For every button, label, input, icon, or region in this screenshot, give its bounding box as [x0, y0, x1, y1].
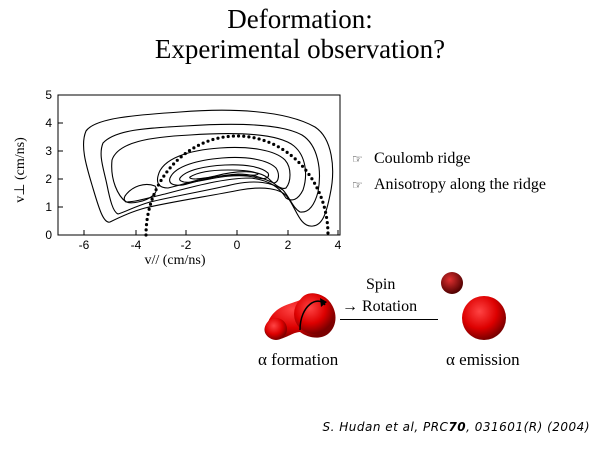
arrow-head-icon	[320, 298, 327, 307]
contour-level-5	[169, 156, 279, 186]
residual-nucleus	[462, 296, 506, 340]
alpha-emission-label: α emission	[446, 350, 520, 369]
alpha-formation-label: α formation	[258, 350, 339, 369]
y-tick-label: 2	[45, 172, 52, 186]
x-axis-label: v// (cm/ns)	[144, 253, 205, 268]
citation-volume: 70	[448, 420, 467, 434]
x-tick-label: -6	[79, 238, 90, 252]
bullet-item: ☞ Anisotropy along the ridge	[352, 172, 546, 198]
contour-lines	[83, 109, 334, 227]
y-tick-label: 1	[45, 200, 52, 214]
slide-title: Deformation: Experimental observation?	[0, 4, 600, 64]
coulomb-circle	[144, 134, 330, 237]
x-tick-label: 0	[234, 238, 241, 252]
spin-label: Spin	[366, 276, 396, 293]
contour-level-4	[156, 147, 291, 190]
bullet-item: ☞ Coulomb ridge	[352, 146, 546, 172]
y-tick-label: 4	[45, 116, 52, 130]
contour-level-1	[83, 109, 334, 227]
y-tick-label: 3	[45, 144, 52, 158]
citation-rest: , 031601(R) (2004)	[466, 420, 590, 434]
x-ticks	[83, 230, 339, 235]
y-axis-label: v⊥ (cm/ns)	[13, 137, 28, 203]
x-tick-label: -4	[131, 238, 142, 252]
y-ticks	[58, 94, 63, 236]
x-tick-labels: -6 -4 -2 0 2 4	[79, 238, 342, 252]
bullet-text: Coulomb ridge	[374, 150, 471, 167]
y-tick-label: 0	[45, 228, 52, 242]
contour-level-3	[111, 133, 307, 203]
bullet-list: ☞ Coulomb ridge ☞ Anisotropy along the rid…	[352, 146, 546, 198]
title-line-2: Experimental observation?	[154, 34, 446, 64]
contour-level-2	[100, 123, 320, 215]
contour-level-6	[179, 164, 270, 183]
pointing-hand-icon: ☞	[352, 152, 363, 166]
rotation-label: → Rotation	[342, 298, 418, 315]
citation: S. Hudan et al, PRC70, 031601(R) (2004)	[323, 420, 591, 434]
pointing-hand-icon: ☞	[352, 178, 363, 192]
x-tick-label: 2	[285, 238, 292, 252]
x-tick-label: -2	[181, 238, 192, 252]
citation-authors: S. Hudan et al, PRC	[322, 420, 449, 434]
contour-level-7	[189, 169, 259, 180]
emitted-alpha-particle	[441, 272, 463, 294]
rotation-underline	[340, 319, 438, 320]
bullet-text: Anisotropy along the ridge	[374, 176, 546, 193]
x-tick-label: 4	[335, 238, 342, 252]
plot-frame	[57, 94, 341, 236]
title-line-1: Deformation:	[227, 4, 373, 34]
alpha-formation-nucleus	[264, 293, 336, 340]
y-tick-labels: 0 1 2 3 4 5	[45, 88, 52, 242]
y-tick-label: 5	[45, 88, 52, 102]
